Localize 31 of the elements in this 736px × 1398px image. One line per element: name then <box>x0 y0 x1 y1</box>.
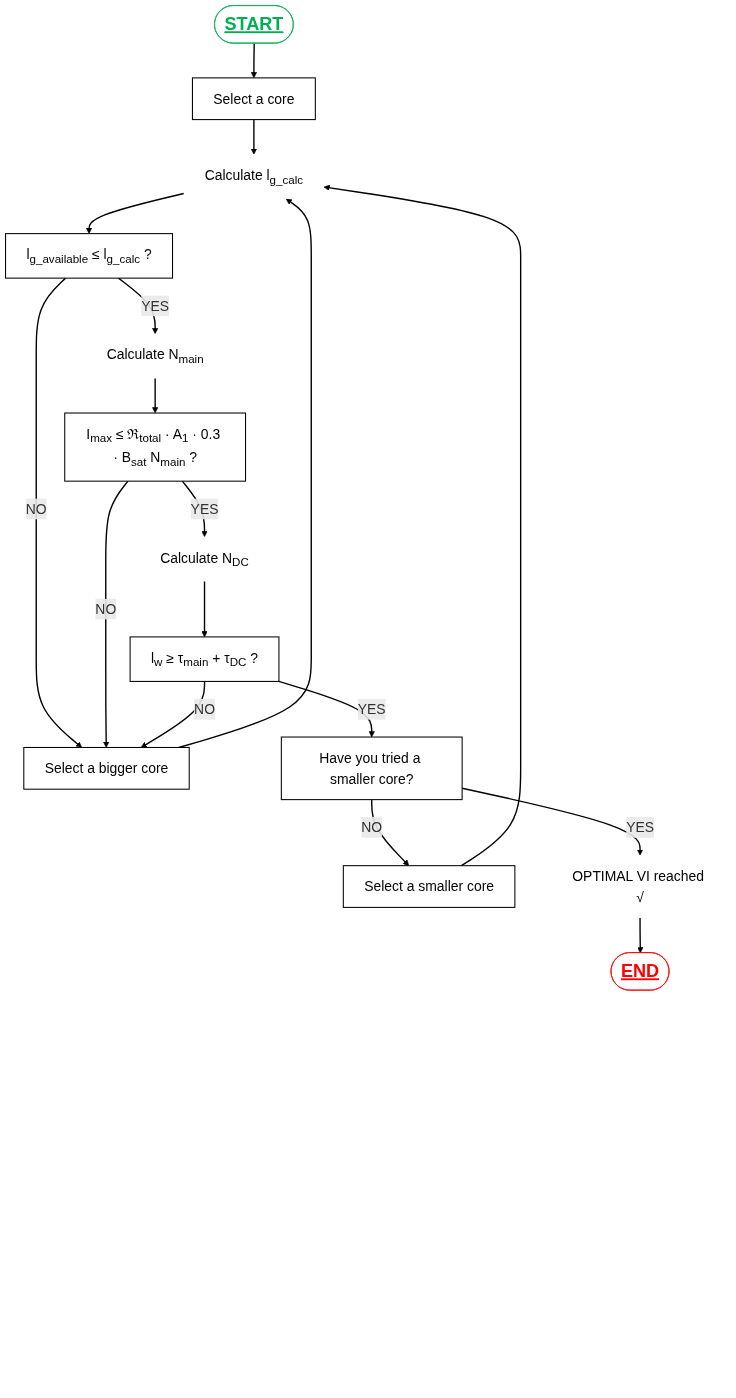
node-box: Have you tried a smaller core? <box>280 736 463 801</box>
arrow <box>103 480 129 748</box>
arrow <box>371 798 410 866</box>
edge-label: NO <box>25 501 47 517</box>
arrow <box>201 580 208 638</box>
edge-label: NO <box>95 601 117 617</box>
node-text: OPTIMAL VI reached √ <box>572 868 704 905</box>
arrow <box>637 917 644 954</box>
node-text: Calculate N$_{DC}$ <box>160 550 249 569</box>
edge-label: NO <box>194 701 215 717</box>
node-text: Calculate N$_{main}$ <box>106 346 204 366</box>
edge-label: YES <box>357 701 386 717</box>
node-box: l$_{g_available}$ ≤ l$_{g_calc}$ ? <box>5 233 174 279</box>
node-box: Select a smaller core <box>342 865 516 908</box>
arrow <box>250 42 257 79</box>
arrow <box>278 680 375 738</box>
arrow <box>323 184 522 867</box>
edge-label: YES <box>141 298 170 314</box>
arrow <box>86 192 185 234</box>
node-box: I$_{max}$ ≤ ℜ$_{total}$ · A$_{1}$ · 0.3 · B$_{sat}$ N$_{main}$ ? <box>64 412 247 482</box>
node-box: Select a core <box>191 77 316 121</box>
arrow <box>152 377 159 414</box>
node-text: Calculate l$_{g_calc}$ <box>204 167 304 187</box>
arrow <box>35 277 82 748</box>
edge-label: NO <box>361 819 383 836</box>
arrow <box>250 118 257 155</box>
arrow <box>140 680 206 748</box>
edge-label: YES <box>626 819 654 836</box>
node-box: Select a bigger core <box>23 746 190 790</box>
edge-label: YES <box>190 501 219 517</box>
node-box: l$_{w}$ ≥ τ$_{main}$ + τ$_{DC}$ ? <box>129 636 280 682</box>
